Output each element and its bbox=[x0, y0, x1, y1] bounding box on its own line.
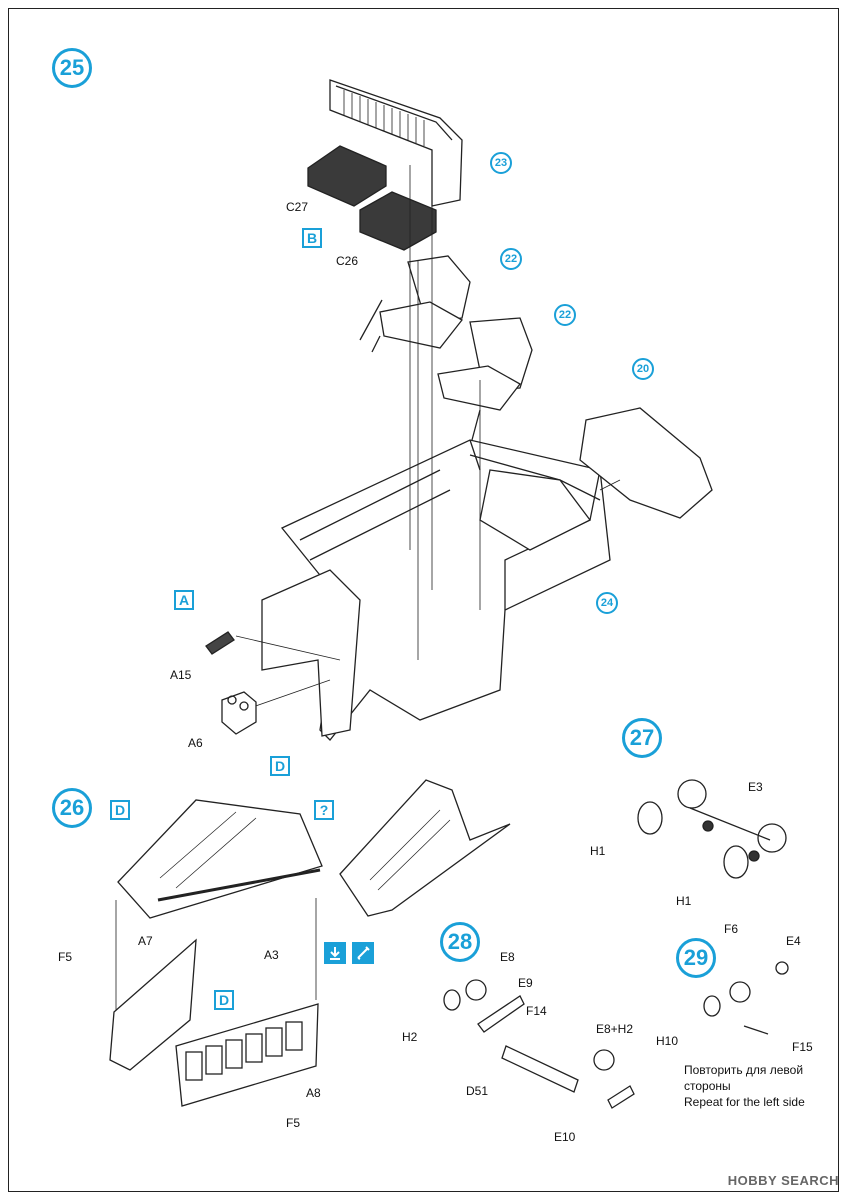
part-label: A3 bbox=[264, 948, 279, 962]
part-label: E9 bbox=[518, 976, 533, 990]
subassembly-20: 20 bbox=[632, 358, 654, 380]
repeat-note: Повторить для левой стороны Repeat for t… bbox=[684, 1062, 805, 1110]
callout-b: B bbox=[302, 228, 322, 248]
lamp-bracket bbox=[443, 979, 635, 1109]
part-label: A7 bbox=[138, 934, 153, 948]
step-28-badge: 28 bbox=[440, 922, 480, 962]
subassembly-23: 23 bbox=[490, 152, 512, 174]
step-25-badge: 25 bbox=[52, 48, 92, 88]
part-label: F14 bbox=[526, 1004, 547, 1018]
part-label: E8 bbox=[500, 950, 515, 964]
step-29-badge: 29 bbox=[676, 938, 716, 978]
part-label: E4 bbox=[786, 934, 801, 948]
part-label: C26 bbox=[336, 254, 359, 268]
front-seat-1 bbox=[359, 255, 471, 353]
subassembly-24: 24 bbox=[596, 592, 618, 614]
body-tub bbox=[261, 439, 611, 741]
step-27-badge: 27 bbox=[622, 718, 662, 758]
part-label: A6 bbox=[188, 736, 203, 750]
callout-a: A bbox=[174, 590, 194, 610]
note-ru-line1: Повторить для левой bbox=[684, 1063, 804, 1077]
seat-cushions bbox=[307, 145, 437, 251]
subassembly-22: 22 bbox=[554, 304, 576, 326]
note-en: Repeat for the left side bbox=[684, 1095, 805, 1109]
callout-question: ? bbox=[314, 800, 334, 820]
hood-side-detail bbox=[339, 779, 511, 917]
part-label: F5 bbox=[286, 1116, 301, 1130]
page-frame bbox=[8, 8, 839, 1192]
a6-bracket bbox=[221, 691, 257, 735]
step-26-badge: 26 bbox=[52, 788, 92, 828]
watermark: HOBBY SEARCH bbox=[727, 1173, 839, 1188]
rear-bench-back bbox=[329, 79, 463, 207]
pencil-icon bbox=[352, 942, 374, 964]
note-ru-line2: стороны bbox=[684, 1079, 731, 1093]
front-seat-2 bbox=[437, 317, 533, 441]
part-label: E8+H2 bbox=[596, 1022, 634, 1036]
side-lamp bbox=[703, 961, 789, 1035]
rear-cover bbox=[579, 407, 713, 519]
part-label: H1 bbox=[590, 844, 606, 858]
a15-bolt bbox=[205, 631, 235, 655]
part-label: F15 bbox=[792, 1040, 813, 1054]
callout-d: D bbox=[110, 800, 130, 820]
callout-d: D bbox=[270, 756, 290, 776]
subassembly-22: 22 bbox=[500, 248, 522, 270]
hood-side-a7 bbox=[109, 938, 197, 1071]
headlamps bbox=[637, 779, 787, 879]
part-label: F5 bbox=[58, 950, 73, 964]
arrow-down-icon bbox=[324, 942, 346, 964]
part-label: D51 bbox=[466, 1084, 489, 1098]
part-label: C27 bbox=[286, 200, 309, 214]
part-label: H10 bbox=[656, 1034, 679, 1048]
hood-top bbox=[117, 799, 323, 919]
hood-side-a8 bbox=[175, 1003, 319, 1107]
callout-d: D bbox=[214, 990, 234, 1010]
part-label: H2 bbox=[402, 1030, 418, 1044]
part-label: A8 bbox=[306, 1086, 321, 1100]
part-label: F6 bbox=[724, 922, 739, 936]
part-label: A15 bbox=[170, 668, 192, 682]
part-label: E3 bbox=[748, 780, 763, 794]
part-label: H1 bbox=[676, 894, 692, 908]
part-label: E10 bbox=[554, 1130, 576, 1144]
